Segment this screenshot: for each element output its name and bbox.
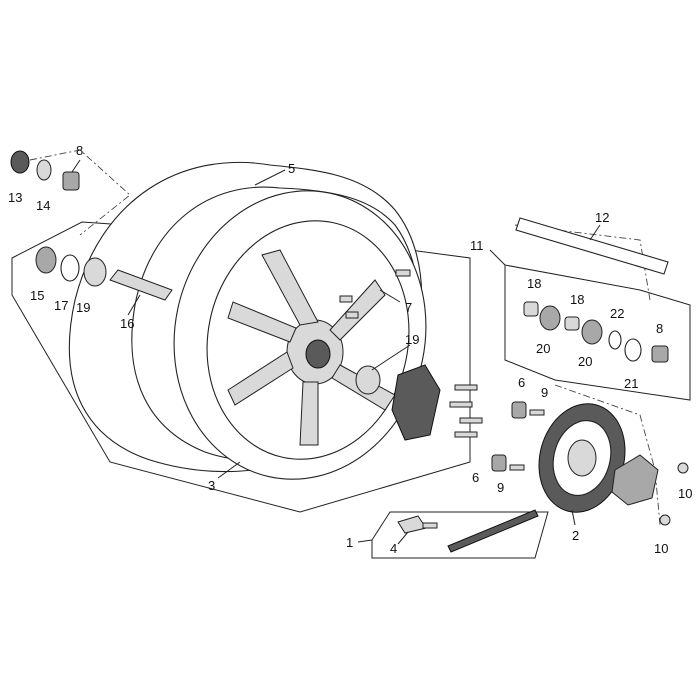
spacer-18-right (564, 316, 580, 331)
spacer-18-left (523, 301, 539, 317)
leader-2 (571, 509, 576, 526)
label-19-left: 19 (76, 300, 90, 315)
circlip-22 (608, 330, 622, 350)
label-10-top: 10 (678, 486, 692, 501)
label-20-right: 20 (578, 354, 592, 369)
bolt-9-bottom (509, 464, 525, 471)
bolt-b (449, 401, 473, 408)
chain (447, 509, 539, 553)
nut-10-bottom (659, 514, 671, 526)
bolt-9-top (529, 409, 545, 416)
rim (173, 190, 427, 480)
label-13: 13 (8, 190, 22, 205)
leader-19 (371, 344, 411, 371)
master-link-4 (397, 515, 427, 534)
washer-14 (36, 159, 52, 181)
label-6-top: 6 (518, 375, 525, 390)
rim-valve (339, 269, 411, 319)
label-18-right: 18 (570, 292, 584, 307)
spoke-4 (299, 381, 319, 446)
sprocket-fasteners (491, 401, 545, 472)
label-9-bottom: 9 (497, 480, 504, 495)
label-5: 5 (288, 161, 295, 176)
valve-bolt-2 (345, 311, 359, 319)
axle-12 (515, 217, 669, 275)
flange-body (611, 454, 659, 506)
spacer-tube-16 (109, 269, 173, 301)
label-9-top: 9 (541, 385, 548, 400)
leader-12 (589, 224, 601, 241)
leader-7 (379, 289, 401, 303)
sprocket-center (567, 439, 597, 477)
label-2: 2 (572, 528, 579, 543)
label-16: 16 (120, 316, 134, 331)
label-8-right: 8 (656, 321, 663, 336)
valve-stem (395, 269, 411, 277)
spacer-8-left (62, 171, 80, 191)
nut-10-top (677, 462, 689, 474)
bearing-20-right (581, 319, 603, 345)
left-side-parts (10, 150, 173, 301)
seal-15 (35, 246, 57, 274)
label-12: 12 (595, 210, 609, 225)
leader-1 (357, 539, 373, 543)
leader-8-left (71, 159, 81, 173)
leader-4 (397, 531, 409, 545)
label-6-bottom: 6 (472, 470, 479, 485)
label-14: 14 (36, 198, 50, 213)
label-7: 7 (405, 300, 412, 315)
axle-kit-parts (515, 217, 669, 363)
circlip-17 (60, 254, 80, 282)
nut-13 (10, 150, 30, 174)
dash-line-top-left (29, 149, 131, 236)
label-15: 15 (30, 288, 44, 303)
seal-21 (624, 338, 642, 362)
label-18-left: 18 (527, 276, 541, 291)
dash-line-right (554, 384, 661, 526)
label-10-bottom: 10 (654, 541, 668, 556)
leader-3 (217, 461, 241, 479)
bearing-20-left (539, 305, 561, 331)
bolt-d (454, 431, 478, 438)
cush-drive-hub (391, 364, 441, 441)
axle-kit-outline (504, 264, 691, 401)
bolt-a (454, 384, 478, 391)
spacer-6-top (511, 401, 527, 419)
label-19-right: 19 (405, 332, 419, 347)
leader-16 (127, 294, 141, 316)
label-17: 17 (54, 298, 68, 313)
label-22: 22 (610, 306, 624, 321)
label-3: 3 (208, 478, 215, 493)
spoke-1 (261, 249, 319, 326)
callout-labels: 13 14 8 5 15 17 19 16 12 11 7 19 18 18 2… (8, 143, 692, 556)
cush-bolts (449, 384, 483, 438)
bolt-c (459, 417, 483, 424)
leader-5 (254, 169, 286, 186)
cush-drive-parts (355, 364, 483, 441)
spoke-6 (227, 301, 297, 343)
chain-kit (397, 509, 539, 553)
label-4: 4 (390, 541, 397, 556)
label-11: 11 (470, 238, 484, 253)
flange (611, 454, 689, 526)
label-21: 21 (624, 376, 638, 391)
valve-bolt-1 (339, 295, 353, 303)
leader-lines (71, 159, 601, 545)
chain-kit-outline (371, 511, 549, 559)
bearing-19-right (355, 365, 381, 395)
spoke-5 (227, 351, 294, 406)
master-link-pins (422, 522, 438, 529)
bearing-19-left (83, 257, 107, 287)
rim-hub-bore (305, 339, 331, 369)
leader-11 (489, 249, 506, 266)
spacer-8-right (651, 345, 669, 363)
spoke-2 (329, 279, 386, 341)
label-8-left: 8 (76, 143, 83, 158)
spacer-6-bottom (491, 454, 507, 472)
label-20-left: 20 (536, 341, 550, 356)
label-1: 1 (346, 535, 353, 550)
